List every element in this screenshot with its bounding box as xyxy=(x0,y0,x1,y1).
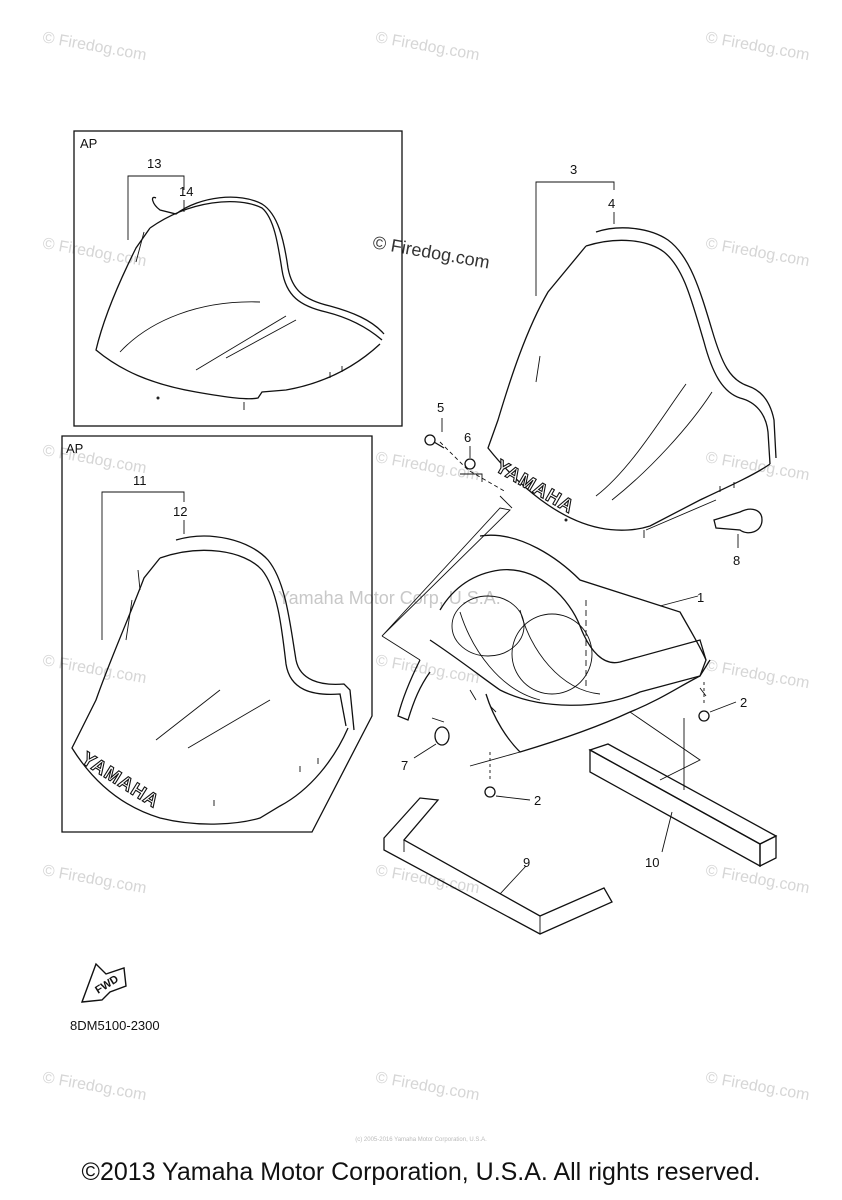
callout-1: 1 xyxy=(697,590,704,605)
watermark: © Firedog.com xyxy=(374,652,481,687)
callout-9: 9 xyxy=(523,855,530,870)
center-watermark: Yamaha Motor Corp, U.S.A. xyxy=(278,588,501,608)
callout-14: 14 xyxy=(179,184,193,199)
watermark: © Firedog.com xyxy=(41,29,148,64)
ap-label-left: AP xyxy=(66,441,83,456)
callout-12: 12 xyxy=(173,504,187,519)
trim-part-9: 9 xyxy=(383,797,613,935)
watermark: © Firedog.com xyxy=(704,657,811,692)
ap-label-top: AP xyxy=(80,136,97,151)
callout-5: 5 xyxy=(437,400,444,415)
watermark-dark: © Firedog.com xyxy=(371,232,491,272)
screw-part-5: 5 xyxy=(424,400,445,449)
callout-11: 11 xyxy=(133,473,147,488)
callout-2a: 2 xyxy=(740,695,747,710)
screw-part-2a: 2 xyxy=(698,682,747,722)
watermark: © Firedog.com xyxy=(41,862,148,897)
part-code: 8DM5100-2300 xyxy=(70,1018,160,1033)
watermark: © Firedog.com xyxy=(374,862,481,897)
callout-6: 6 xyxy=(464,430,471,445)
ap-panel-top: AP 13 14 xyxy=(73,130,403,427)
watermark: © Firedog.com xyxy=(374,29,481,64)
callout-10: 10 xyxy=(645,855,659,870)
watermark: © Firedog.com xyxy=(41,235,148,270)
windshield-main: 3 4 YAMAHA xyxy=(487,162,777,538)
watermark: © Firedog.com xyxy=(704,449,811,484)
callout-2b: 2 xyxy=(534,793,541,808)
footer-copyright: ©2013 Yamaha Motor Corporation, U.S.A. A… xyxy=(81,1158,761,1186)
small-copyright: (c) 2005-2016 Yamaha Motor Corporation, … xyxy=(355,1137,487,1143)
watermark: © Firedog.com xyxy=(704,235,811,270)
watermark: © Firedog.com xyxy=(41,442,148,477)
yamaha-logo-ap: YAMAHA xyxy=(77,748,162,812)
ap-panel-left: AP 11 12 YAMAHA xyxy=(61,435,373,833)
callout-7: 7 xyxy=(401,758,408,773)
watermark: © Firedog.com xyxy=(41,1069,148,1104)
fairing-part-1: 1 xyxy=(381,507,711,790)
screw-part-2b: 2 xyxy=(484,752,541,808)
watermark: © Firedog.com xyxy=(41,652,148,687)
callout-4: 4 xyxy=(608,196,615,211)
nut-part-6: 6 xyxy=(460,430,483,482)
foam-part-10: 10 xyxy=(588,743,778,870)
callout-8: 8 xyxy=(733,553,740,568)
watermark: © Firedog.com xyxy=(704,1069,811,1104)
watermark: © Firedog.com xyxy=(704,29,811,64)
grommet-part-7: 7 xyxy=(401,717,450,773)
callout-13: 13 xyxy=(147,156,161,171)
callout-3: 3 xyxy=(570,162,577,177)
bracket-part-8: 8 xyxy=(713,508,763,568)
watermark: © Firedog.com xyxy=(374,1069,481,1104)
windshield-ap-a xyxy=(95,196,385,410)
watermark-grid: © Firedog.com © Firedog.com © Firedog.co… xyxy=(41,29,811,1104)
fwd-arrow-icon: FWD xyxy=(80,962,127,1003)
watermark: © Firedog.com xyxy=(704,862,811,897)
